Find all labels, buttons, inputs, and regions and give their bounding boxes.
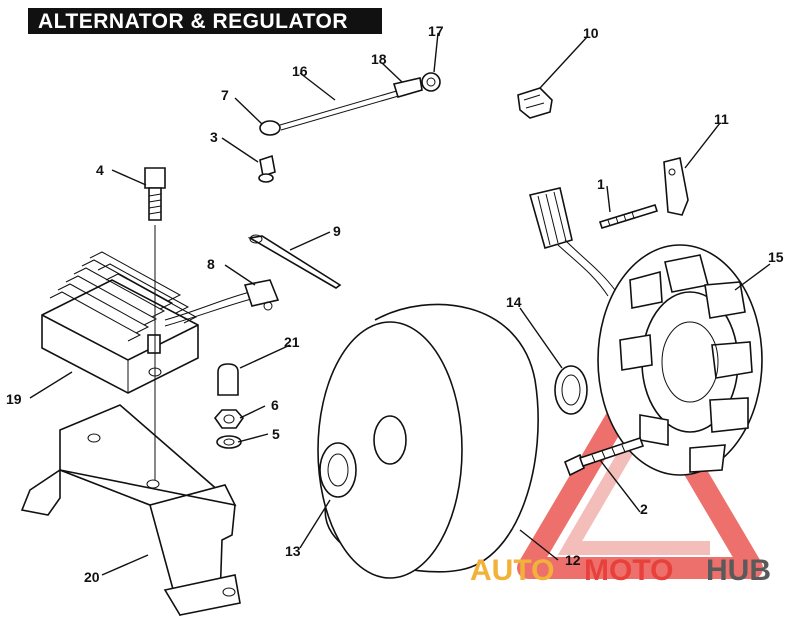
callout-8: 8 (207, 256, 215, 272)
watermark-moto: MOTO (584, 554, 673, 587)
callout-3: 3 (210, 129, 218, 145)
watermark-logo: AUTO MOTO HUB (470, 554, 771, 587)
ground-wire-part (259, 72, 441, 136)
callout-15: 15 (768, 249, 784, 265)
callout-1: 1 (597, 176, 605, 192)
nut-part (213, 409, 245, 429)
leader-lines (29, 32, 771, 576)
callout-19: 19 (6, 391, 22, 407)
callout-7: 7 (221, 87, 229, 103)
screw-part (258, 154, 276, 183)
callout-9: 9 (333, 223, 341, 239)
callout-16: 16 (292, 63, 308, 79)
rotor-part (317, 303, 539, 579)
watermark-hub: HUB (706, 554, 771, 587)
diagram-title: ALTERNATOR & REGULATOR (38, 10, 349, 33)
callout-21: 21 (284, 334, 300, 350)
callout-12: 12 (565, 552, 581, 568)
watermark-auto: AUTO (470, 554, 554, 587)
callout-20: 20 (84, 569, 100, 585)
lock-washer-part (216, 435, 242, 449)
cable-tie-part (247, 234, 342, 289)
bolt-part (144, 167, 166, 480)
mounting-bracket-part (20, 404, 241, 617)
spacer-ring-part (554, 365, 588, 415)
stator-clamp-part (663, 157, 689, 216)
stator-plug-part (529, 187, 616, 297)
callout-18: 18 (371, 51, 387, 67)
callout-17: 17 (428, 23, 444, 39)
callout-5: 5 (272, 426, 280, 442)
callout-11: 11 (714, 111, 729, 127)
stator-screw-part (598, 204, 659, 229)
wire-clamp-part (517, 87, 553, 119)
callout-2: 2 (640, 501, 648, 517)
voltage-regulator-part (41, 251, 199, 394)
callout-13: 13 (285, 543, 301, 559)
title-banner (28, 8, 382, 34)
regulator-connector-part (164, 279, 280, 327)
callout-4: 4 (96, 162, 104, 178)
callout-14: 14 (506, 294, 522, 310)
callout-labels: 1 2 3 4 5 6 7 8 9 10 11 12 13 14 15 16 1… (6, 23, 784, 585)
cap-part (217, 363, 239, 396)
stator-part (597, 244, 763, 476)
callout-10: 10 (583, 25, 599, 41)
rotor-bolt-part (563, 436, 645, 477)
callout-6: 6 (271, 397, 279, 413)
